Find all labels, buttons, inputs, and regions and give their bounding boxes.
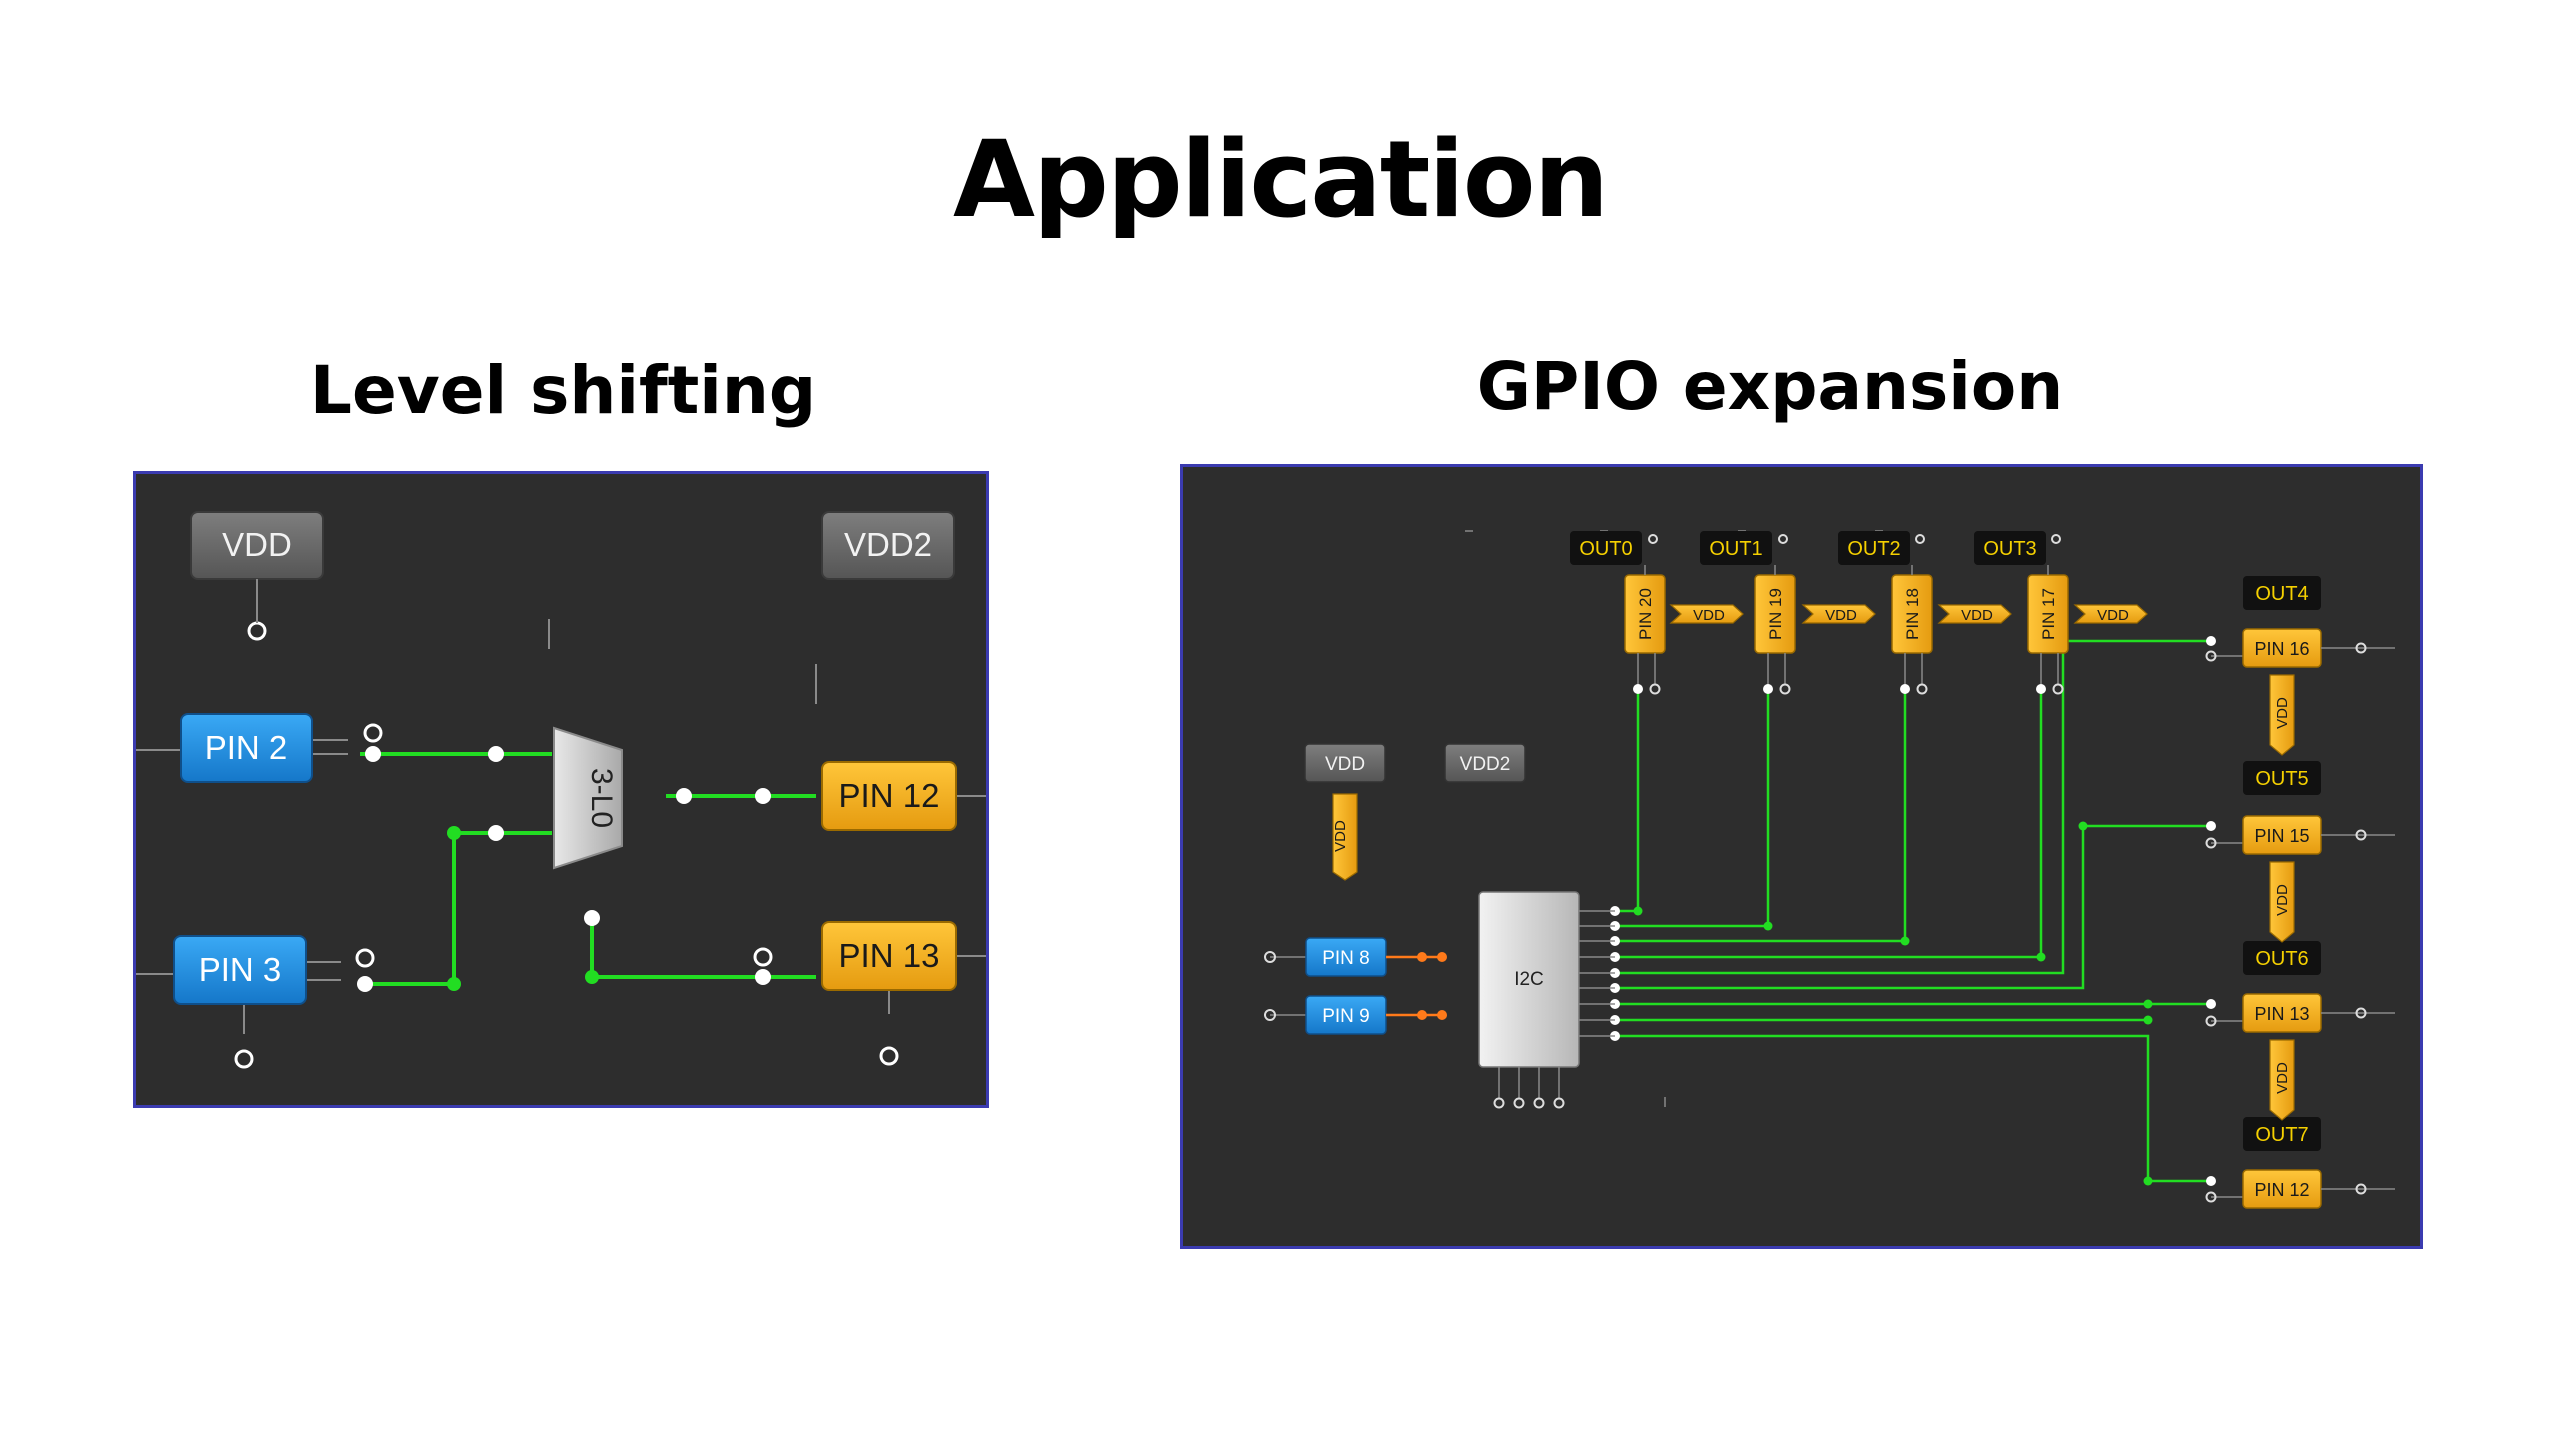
pin-20-label: PIN 20	[1636, 588, 1655, 640]
vdd2-label: VDD2	[1460, 754, 1511, 775]
vdd2-block[interactable]: VDD2	[821, 511, 955, 580]
pin-15-label: PIN 15	[2254, 826, 2309, 846]
pin-13-block[interactable]: PIN 13	[821, 921, 957, 991]
right-output-4[interactable]: OUT4 PIN 16	[2242, 576, 2322, 668]
level-shifting-canvas: VDD VDD2 PIN 2 PIN 3 3-L0	[136, 511, 986, 1069]
vdd-tag-label: VDD	[2274, 697, 2291, 729]
top-output-0[interactable]: OUT0 PIN 20	[1570, 531, 1666, 654]
out5-label: OUT5	[2255, 768, 2308, 790]
right-output-6[interactable]: OUT6 PIN 13	[2242, 941, 2322, 1033]
out7-label: OUT7	[2255, 1124, 2308, 1146]
out2-label: OUT2	[1847, 538, 1900, 560]
gpio-expansion-title: GPIO expansion	[1476, 348, 2064, 425]
i2c-block[interactable]: I2C	[1478, 891, 1580, 1068]
level-shifting-diagram: VDD VDD2 PIN 2 PIN 3 3-L0	[133, 471, 989, 1108]
vdd2-block[interactable]: VDD2	[1444, 743, 1526, 783]
right-output-7[interactable]: OUT7 PIN 12	[2242, 1117, 2322, 1209]
pin-3-block[interactable]: PIN 3	[173, 935, 307, 1005]
pin-17-label: PIN 17	[2039, 588, 2058, 640]
vdd-tag: VDD	[1332, 793, 1358, 881]
out4-label: OUT4	[2255, 583, 2308, 605]
vdd-tag-label: VDD	[1693, 607, 1725, 624]
pin-16-label: PIN 16	[2254, 639, 2309, 659]
pin-18-label: PIN 18	[1903, 588, 1922, 640]
vdd-tags-right: VDD VDD VDD	[2269, 674, 2295, 1121]
vdd-label: VDD	[222, 526, 292, 563]
vdd-block[interactable]: VDD	[1304, 743, 1386, 783]
vdd-tag-label: VDD	[2097, 607, 2129, 624]
pin-19-label: PIN 19	[1766, 588, 1785, 640]
vdd-tag-label: VDD	[1961, 607, 1993, 624]
lut-label: 3-L0	[585, 768, 618, 828]
i2c-label: I2C	[1514, 969, 1544, 990]
vdd-tag-label: VDD	[1332, 820, 1349, 852]
pin-2-label: PIN 2	[205, 729, 288, 766]
top-output-1[interactable]: OUT1 PIN 19	[1700, 531, 1796, 654]
pin-2-block[interactable]: PIN 2	[180, 713, 313, 783]
vdd-tag-label: VDD	[2274, 1062, 2291, 1094]
lut-3-l0-block[interactable]: 3-L0	[553, 726, 623, 870]
top-output-3[interactable]: OUT3 PIN 17	[1974, 531, 2069, 654]
pin-13-label: PIN 13	[2254, 1004, 2309, 1024]
right-output-5[interactable]: OUT5 PIN 15	[2242, 761, 2322, 855]
pin-12-label: PIN 12	[839, 777, 940, 814]
top-output-2[interactable]: OUT2 PIN 18	[1838, 531, 1933, 654]
vdd-tag-label: VDD	[2274, 884, 2291, 916]
out1-label: OUT1	[1709, 538, 1762, 560]
pin-12-block[interactable]: PIN 12	[821, 761, 957, 831]
vdd2-label: VDD2	[844, 526, 932, 563]
gpio-expansion-canvas: VDD VDD VDD2 PIN 8 PIN 9	[1264, 530, 2395, 1209]
level-shifting-title: Level shifting	[309, 352, 817, 429]
pin-8-block[interactable]: PIN 8	[1305, 937, 1387, 977]
pin-13-label: PIN 13	[839, 937, 940, 974]
pin-12-label: PIN 12	[2254, 1180, 2309, 1200]
gpio-expansion-diagram: VDD VDD VDD2 PIN 8 PIN 9	[1180, 464, 2423, 1249]
vdd-label: VDD	[1325, 754, 1365, 775]
pin-9-label: PIN 9	[1322, 1006, 1370, 1027]
out6-label: OUT6	[2255, 948, 2308, 970]
vdd-block[interactable]: VDD	[190, 511, 324, 580]
pin-9-block[interactable]: PIN 9	[1305, 995, 1387, 1035]
page-title: Application	[952, 118, 1609, 241]
pin-3-label: PIN 3	[199, 951, 282, 988]
vdd-tags-top: VDD VDD VDD VDD	[1669, 604, 2148, 624]
out0-label: OUT0	[1579, 538, 1632, 560]
vdd-tag-label: VDD	[1825, 607, 1857, 624]
pin-8-label: PIN 8	[1322, 948, 1370, 969]
out3-label: OUT3	[1983, 538, 2036, 560]
